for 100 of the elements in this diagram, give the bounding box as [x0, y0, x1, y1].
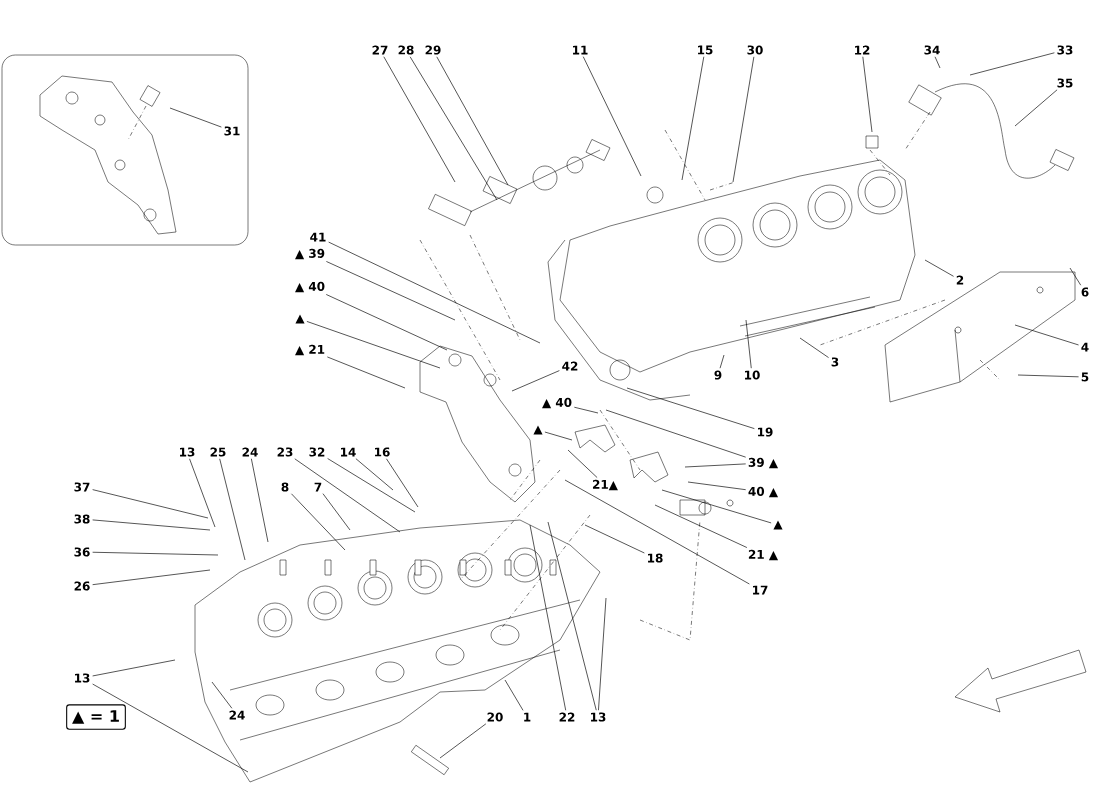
callout-number: 10	[741, 368, 763, 382]
leader-line	[189, 458, 216, 528]
callout-number: 26	[71, 579, 93, 593]
leader-line	[934, 56, 941, 69]
leader-line	[567, 449, 598, 478]
callout-number: 29	[422, 43, 444, 57]
callout-number: 27	[369, 43, 391, 57]
callout-number: ▲ 21	[292, 342, 328, 358]
callout-number: 7	[311, 480, 325, 494]
leader-line	[584, 524, 645, 554]
leader-line	[732, 56, 755, 183]
callout-number: 28	[395, 43, 417, 57]
leader-line	[291, 493, 346, 551]
callout-number: ▲	[771, 518, 785, 532]
callout-number: 15	[694, 43, 716, 57]
callout-number: 3	[828, 355, 842, 369]
callout-number: 37	[71, 480, 93, 494]
leader-line	[924, 259, 954, 277]
leader-line	[328, 241, 541, 344]
callout-number: 19	[754, 425, 776, 439]
callout-number: 24	[239, 445, 261, 459]
callout-number: 23	[274, 445, 296, 459]
callout-number: 16	[371, 445, 393, 459]
callout-number: 12	[851, 43, 873, 57]
callout-number: 5	[1078, 370, 1092, 384]
callout-number: 38	[71, 512, 93, 526]
leader-line	[326, 261, 456, 321]
leader-line	[92, 519, 211, 531]
leader-line	[1014, 324, 1079, 346]
leader-line	[799, 337, 829, 358]
leader-line	[327, 356, 406, 389]
leader-line	[582, 56, 642, 177]
leader-line	[687, 481, 747, 491]
leader-line	[322, 493, 351, 531]
callout-number: 21 ▲	[745, 547, 781, 563]
leader-line	[383, 56, 456, 183]
callout-number: 4	[1078, 340, 1092, 354]
callout-number: 33	[1054, 43, 1076, 57]
leader-line	[92, 659, 176, 677]
leader-line	[626, 387, 755, 429]
leader-line	[1014, 89, 1058, 127]
leader-line	[598, 597, 607, 711]
leader-line	[547, 521, 597, 711]
callout-number: 22	[556, 710, 578, 724]
callout-number: 30	[744, 43, 766, 57]
callout-number: 32	[306, 445, 328, 459]
callout-number: 34	[921, 43, 943, 57]
callout-number: 8	[278, 480, 292, 494]
callout-number: 1	[520, 710, 534, 724]
leader-line	[1069, 267, 1082, 286]
leader-line	[574, 406, 599, 414]
callout-number: 9	[711, 368, 725, 382]
leader-line	[436, 56, 509, 186]
leader-line	[325, 294, 448, 351]
leader-line	[969, 52, 1055, 76]
leader-line	[862, 56, 873, 133]
callout-number: 36	[71, 545, 93, 559]
leader-line	[355, 458, 394, 491]
callout-number: 6	[1078, 285, 1092, 299]
callout-number: 41	[307, 230, 329, 244]
leader-line	[92, 569, 211, 585]
leader-line	[306, 321, 441, 369]
leader-line	[92, 489, 209, 519]
leader-line	[439, 723, 487, 759]
leader-line	[211, 681, 233, 709]
callout-number: 35	[1054, 76, 1076, 90]
callout-number: 31	[221, 124, 243, 138]
callout-number: 13	[176, 445, 198, 459]
leader-line	[661, 489, 772, 524]
leader-line	[564, 479, 750, 585]
callout-number: 25	[207, 445, 229, 459]
leader-line	[219, 458, 246, 561]
leader-line	[529, 524, 567, 711]
callout-number: 17	[749, 583, 771, 597]
callout-number: 13	[71, 671, 93, 685]
leader-line	[511, 370, 560, 392]
leader-line	[719, 354, 725, 369]
callout-number: 42	[559, 359, 581, 373]
leader-line	[684, 463, 747, 468]
callout-number: ▲ 40	[539, 395, 575, 411]
callout-number: 21▲	[590, 477, 620, 493]
callout-number: 11	[569, 43, 591, 57]
leader-line	[251, 458, 269, 543]
callout-number: 13	[587, 710, 609, 724]
legend-box: ▲ = 1	[66, 704, 126, 730]
callout-number: ▲ 40	[292, 279, 328, 295]
leader-line	[386, 458, 419, 508]
callout-number: ▲ 39	[292, 246, 328, 262]
callout-number: 18	[644, 551, 666, 565]
callout-number: 20	[484, 710, 506, 724]
leader-line	[92, 551, 219, 556]
callout-number: 14	[337, 445, 359, 459]
leader-line	[605, 409, 747, 458]
callout-number: ▲	[293, 312, 307, 326]
leader-line	[745, 319, 752, 369]
inset-frame	[1, 54, 249, 246]
leader-line	[169, 107, 222, 128]
leader-line	[654, 504, 748, 548]
leader-line	[1017, 374, 1079, 378]
callout-number: ▲	[531, 423, 545, 437]
